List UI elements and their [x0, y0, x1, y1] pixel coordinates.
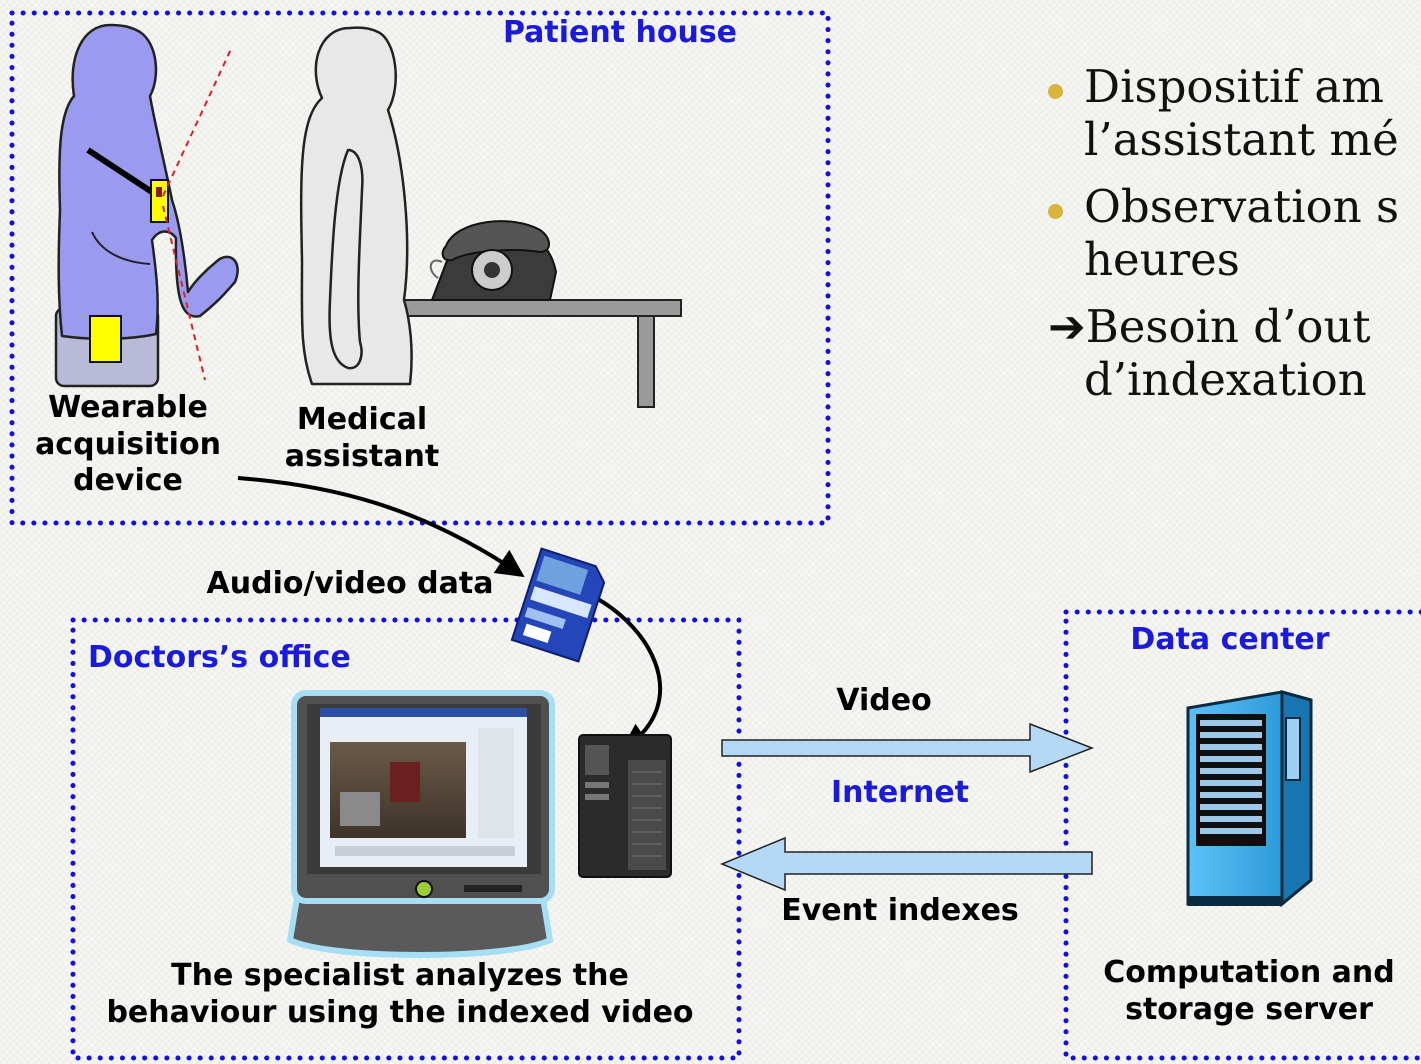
bullet-line: l’assistant mé — [1084, 113, 1399, 167]
specialist-caption: The specialist analyzes the behaviour us… — [106, 958, 694, 1030]
server-caption: Computation and storage server — [1103, 955, 1395, 1027]
event-indexes-arrow — [720, 836, 1093, 892]
telephone-icon — [429, 220, 558, 301]
wearable-camera-icon — [150, 179, 169, 223]
server-icon — [1186, 690, 1313, 908]
bullet-line: Observation s — [1084, 180, 1400, 234]
data-center-zone — [1063, 609, 1421, 1061]
video-label: Video — [836, 683, 932, 718]
table-illustration — [397, 299, 682, 408]
medical-assistant-label: Medical assistant — [284, 402, 440, 474]
conclusion-item: ➔Besoin d’out d’indexation — [1012, 300, 1421, 406]
video-arrow — [721, 722, 1095, 774]
bullet-item-1: Dispositif am l’assistant mé — [1048, 60, 1421, 166]
patient-house-title: Patient house — [502, 15, 738, 50]
sd-card-icon — [510, 547, 606, 663]
wearable-recorder-icon — [89, 315, 122, 363]
internet-label: Internet — [830, 775, 970, 810]
right-arrow-icon: ➔ — [1048, 300, 1086, 354]
monitor-icon — [286, 690, 555, 958]
data-center-title: Data center — [1130, 622, 1330, 657]
data-transfer-arrow — [237, 476, 525, 578]
doctors-office-title: Doctors’s office — [88, 640, 351, 675]
event-indexes-label: Event indexes — [781, 893, 1019, 928]
device-strap — [86, 147, 160, 199]
wearable-device-label: Wearable acquisition device — [35, 390, 221, 499]
audio-video-label: Audio/video data — [206, 566, 494, 601]
bullet-dot-icon — [1048, 84, 1063, 99]
patient-figure — [54, 23, 239, 388]
slide-bullets: Dispositif am l’assistant mé Observation… — [1048, 60, 1421, 407]
pc-tower-icon — [578, 734, 672, 878]
bullet-item-2: Observation s heures — [1048, 180, 1421, 286]
bullet-line: Dispositif am — [1084, 60, 1384, 113]
sd-to-pc-arrow — [579, 588, 662, 752]
bullet-line: heures — [1084, 233, 1240, 287]
medical-assistant-figure — [299, 26, 413, 386]
conclusion-line: d’indexation — [1084, 353, 1367, 407]
bullet-dot-icon — [1048, 204, 1063, 220]
doctors-office-zone — [70, 617, 742, 1061]
patient-house-zone — [9, 10, 831, 526]
conclusion-line: ➔Besoin d’out — [1048, 300, 1371, 354]
